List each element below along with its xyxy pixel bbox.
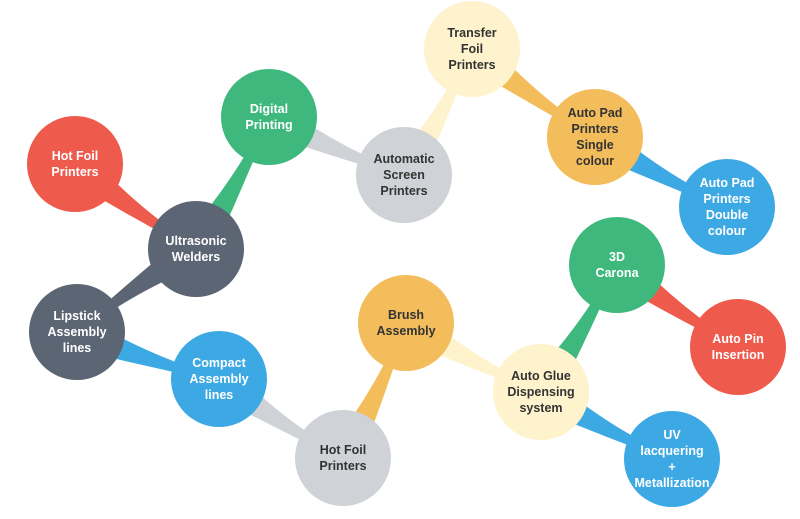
- node-ultrasonic-welders: Ultrasonic Welders: [148, 201, 244, 297]
- node-auto-glue-dispensing-system: Auto Glue Dispensing system: [493, 344, 589, 440]
- node-label: Automatic Screen Printers: [373, 152, 435, 198]
- node-label: Compact Assembly lines: [189, 356, 249, 402]
- node-label: Auto Pin Insertion: [711, 332, 765, 362]
- node-lipstick-assembly-lines: Lipstick Assembly lines: [29, 284, 125, 380]
- node-label: Lipstick Assembly lines: [47, 309, 107, 355]
- node-automatic-screen-printers: Automatic Screen Printers: [356, 127, 452, 223]
- node-brush-assembly: Brush Assembly: [358, 275, 454, 371]
- node-label: Hot Foil Printers: [51, 149, 99, 179]
- node-label: Digital Printing: [245, 102, 293, 132]
- node-label: Hot Foil Printers: [319, 443, 367, 473]
- node-label: Auto Pad Printers Single colour: [567, 106, 623, 168]
- node-digital-printing: Digital Printing: [221, 69, 317, 165]
- node-hot-foil-printers-top: Hot Foil Printers: [27, 116, 123, 212]
- node-3d-carona: 3D Carona: [569, 217, 665, 313]
- node-label: Brush Assembly: [376, 308, 436, 338]
- node-transfer-foil-printers: Transfer Foil Printers: [424, 1, 520, 97]
- node-label: Auto Glue Dispensing system: [507, 369, 575, 415]
- node-label: UV lacquering + Metallization: [634, 428, 710, 490]
- node-auto-pad-printers-single: Auto Pad Printers Single colour: [547, 89, 643, 185]
- node-uv-lacquering-metallization: UV lacquering + Metallization: [624, 411, 720, 507]
- node-label: 3D Carona: [595, 250, 639, 280]
- node-auto-pad-printers-double: Auto Pad Printers Double colour: [679, 159, 775, 255]
- node-hot-foil-printers-bottom: Hot Foil Printers: [295, 410, 391, 506]
- node-auto-pin-insertion: Auto Pin Insertion: [690, 299, 786, 395]
- node-label: Ultrasonic Welders: [165, 234, 227, 264]
- node-label: Transfer Foil Printers: [447, 26, 497, 72]
- node-label: Auto Pad Printers Double colour: [699, 176, 755, 238]
- node-compact-assembly-lines: Compact Assembly lines: [171, 331, 267, 427]
